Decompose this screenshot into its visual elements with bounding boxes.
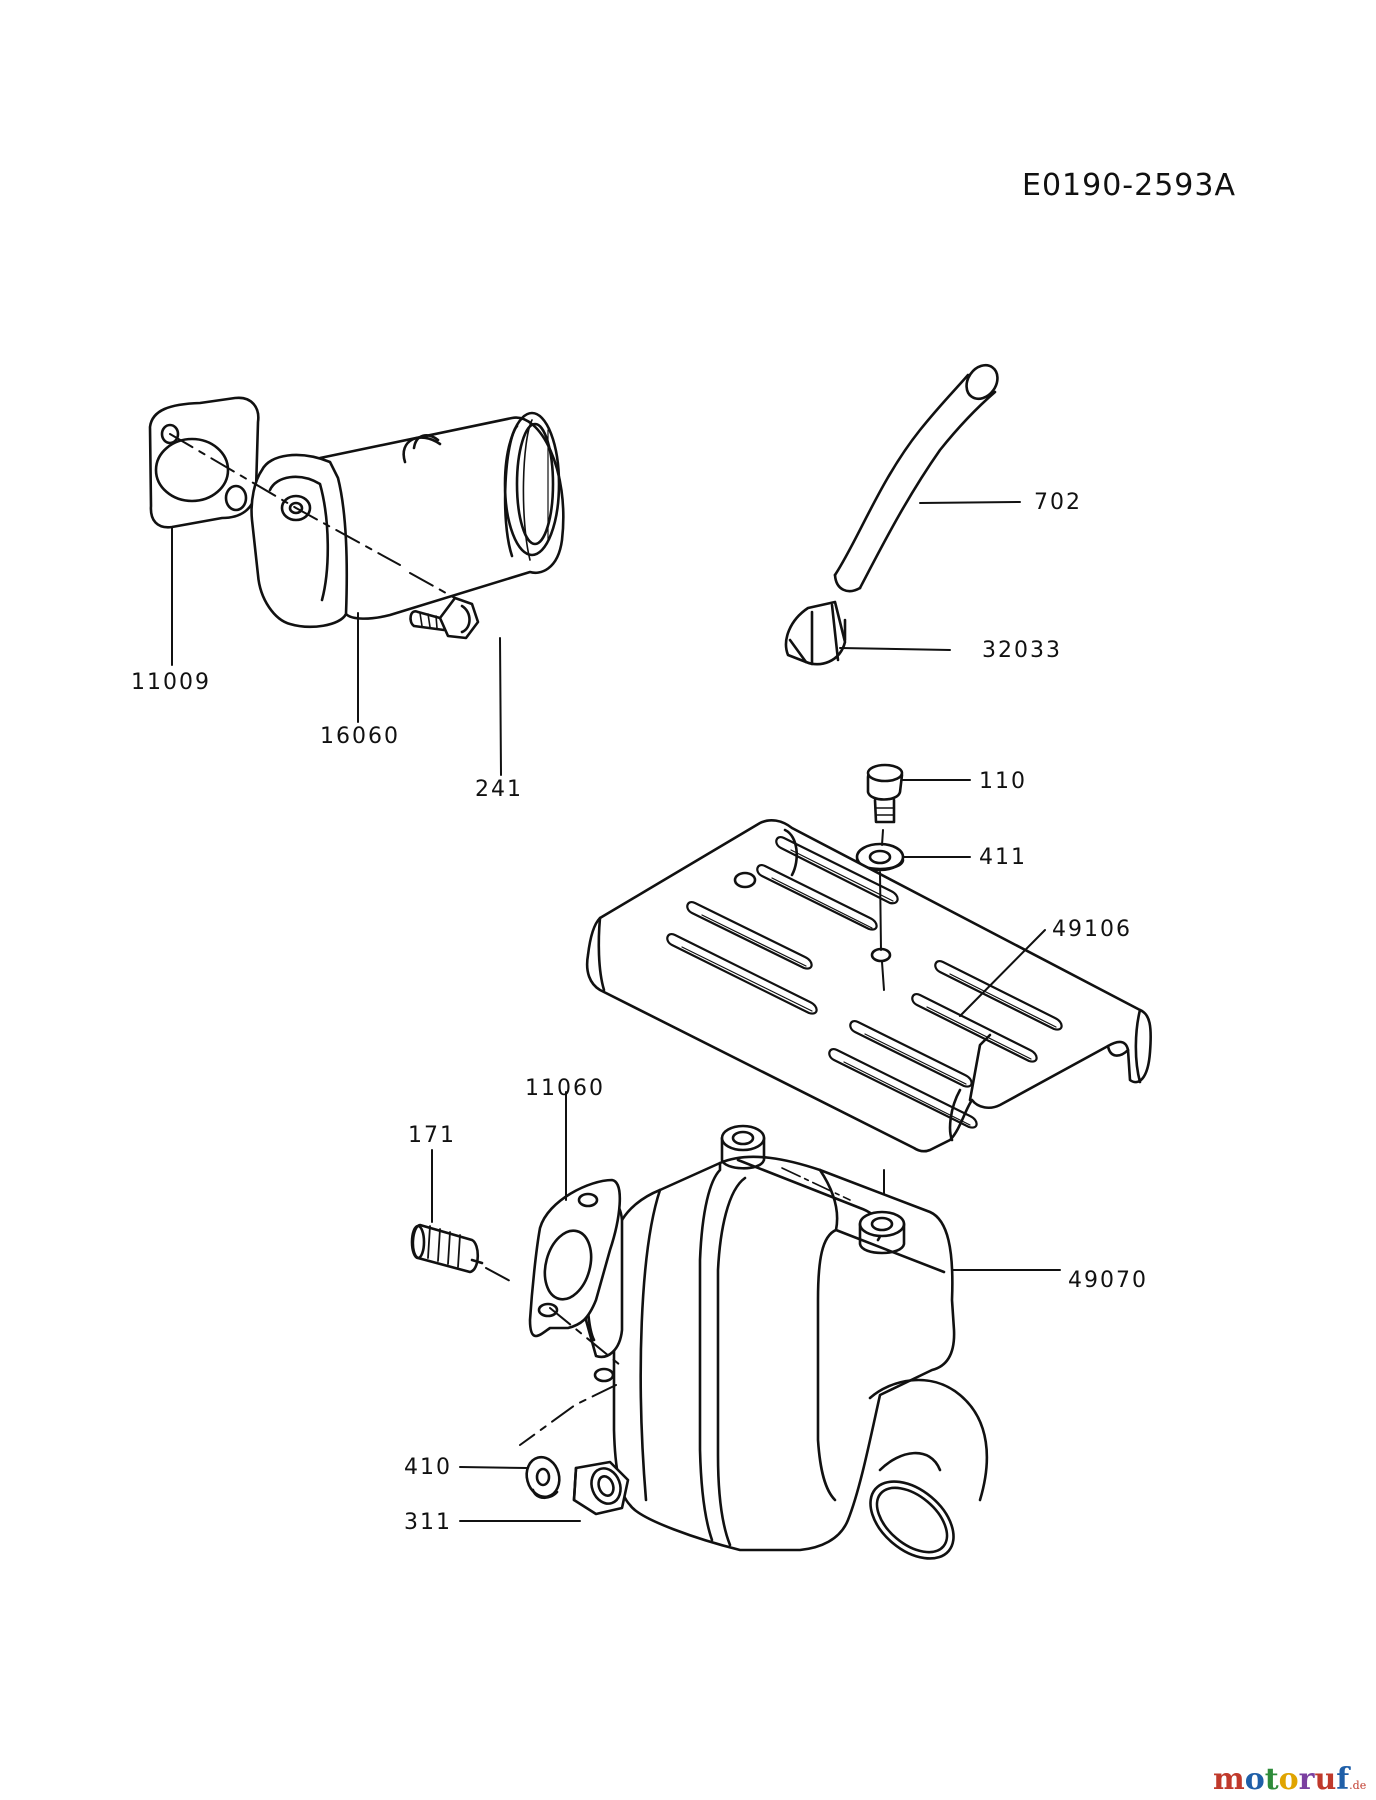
part-label-11009: 11009 [131,670,211,695]
watermark-letter: f [1336,1762,1350,1797]
nut-shape [572,1460,630,1516]
hose-shape [833,363,999,593]
part-label-49070: 49070 [1068,1268,1148,1293]
part-label-16060: 16060 [320,724,400,749]
watermark-suffix: .de [1349,1779,1367,1792]
part-label-702: 702 [1034,490,1082,515]
part-label-311: 311 [404,1510,452,1535]
watermark-main: motoruf [1213,1762,1349,1797]
cover-bolt-axis [879,829,885,1219]
part-label-110: 110 [979,769,1027,794]
cover-bolt-shape [866,763,904,824]
muffler-shape [584,1124,989,1560]
elbow-bolt-shape [409,596,480,640]
watermark-letter: m [1213,1762,1245,1797]
stud-shape [410,1223,484,1274]
diagram-id: E0190-2593A [1022,168,1236,203]
watermark-letter: u [1314,1762,1337,1797]
part-label-241: 241 [475,777,523,802]
part-label-11060: 11060 [525,1076,605,1101]
part-label-171: 171 [408,1123,456,1148]
assembly-axis-line [169,433,463,603]
muffler-cover-shape [585,818,1152,1153]
muffler-gasket-shape [528,1178,622,1338]
watermark-letter: o [1244,1762,1265,1797]
motoruf-watermark: motoruf.de [1213,1762,1366,1797]
part-label-410: 410 [404,1455,452,1480]
watermark-letter: r [1298,1762,1315,1797]
lock-washer-shape [525,1455,561,1500]
part-label-32033: 32033 [982,638,1062,663]
watermark-letter: t [1264,1762,1279,1797]
part-label-411: 411 [979,845,1027,870]
stud-axis-line [485,1267,621,1446]
elbow-gasket-shape [148,396,260,529]
exhaust-elbow-shape [250,411,565,629]
watermark-letter: o [1278,1762,1299,1797]
leader-lines [171,501,1061,1522]
part-label-49106: 49106 [1052,917,1132,942]
hose-clamp-shape [784,600,847,666]
